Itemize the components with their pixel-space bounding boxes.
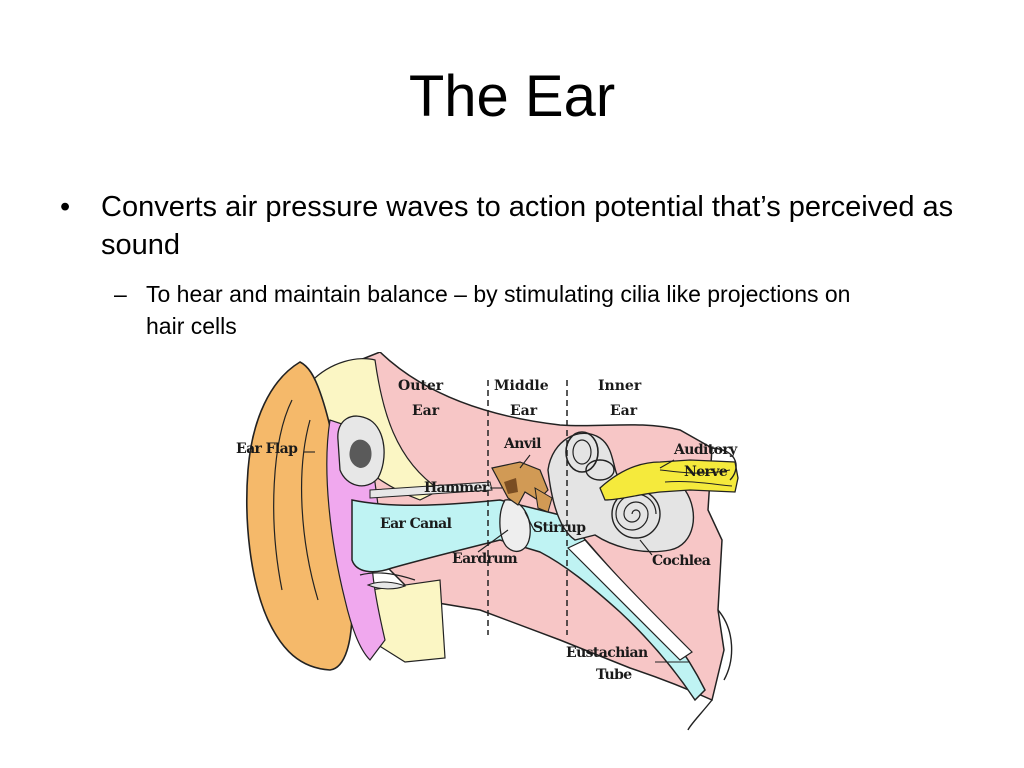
- label-stirrup: Stirrup: [533, 520, 586, 536]
- label-cochlea: Cochlea: [652, 553, 711, 569]
- slide-title: The Ear: [408, 64, 616, 129]
- section-label-inner: Inner: [598, 378, 642, 394]
- eardrum: [499, 499, 531, 553]
- section-label-inner: Ear: [610, 403, 638, 419]
- label-ear-canal: Ear Canal: [380, 516, 452, 532]
- bullet-text: Converts air pressure waves to action po…: [101, 191, 954, 261]
- bullet-marker: •: [60, 191, 71, 223]
- label-eardrum: Eardrum: [452, 551, 518, 567]
- ear-canal: [351, 499, 706, 702]
- bullet-item: • Converts air pressure waves to action …: [60, 188, 960, 264]
- label-auditory-nerve: Nerve: [684, 464, 728, 480]
- label-ear-flap: Ear Flap: [236, 441, 298, 457]
- section-label-outer: Ear: [412, 403, 440, 419]
- label-anvil: Anvil: [503, 436, 541, 452]
- section-label-middle: Ear: [510, 403, 538, 419]
- section-label-middle: Middle: [494, 378, 549, 394]
- sub-bullet-marker: –: [114, 281, 127, 307]
- section-label-outer: Outer: [398, 378, 444, 394]
- label-eustachian-tube: Eustachian: [566, 645, 648, 661]
- auditory-nerve: [599, 459, 739, 501]
- sub-bullet-text: To hear and maintain balance – by stimul…: [146, 281, 851, 339]
- label-auditory-nerve: Auditory: [673, 442, 738, 458]
- eustachian-tube: [566, 539, 693, 661]
- ear-diagram: Outer Ear Middle Ear Inner Ear Ear Flap …: [236, 352, 739, 731]
- label-eustachian-tube: Tube: [596, 667, 632, 683]
- label-hammer: Hammer: [424, 480, 490, 496]
- sub-bullet-item: – To hear and maintain balance – by stim…: [114, 278, 894, 342]
